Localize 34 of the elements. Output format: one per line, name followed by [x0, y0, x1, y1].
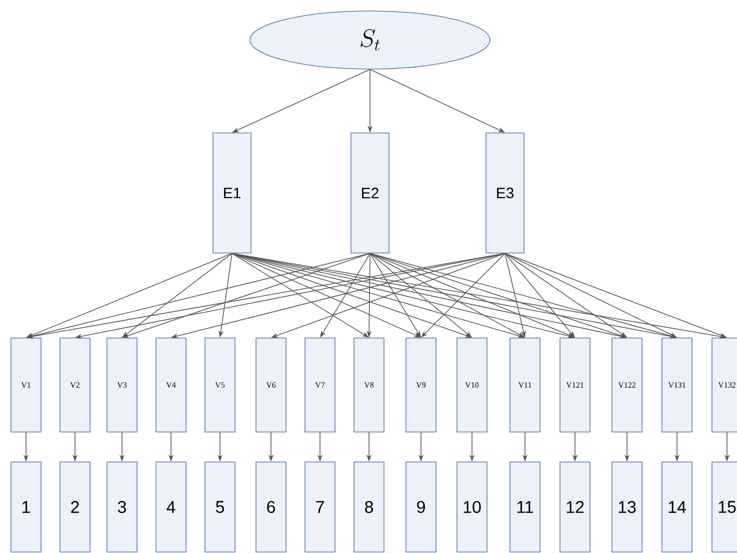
- variable-box: V3: [106, 338, 138, 432]
- variable-box: V1: [10, 338, 42, 432]
- process-box: E3: [486, 132, 524, 254]
- number-box: 9: [406, 462, 436, 552]
- process-box: E1: [212, 132, 252, 254]
- number-box: 14: [662, 462, 692, 552]
- number-box: 5: [204, 462, 236, 552]
- variable-box: V8: [354, 338, 384, 432]
- variable-box: V2: [60, 338, 90, 432]
- number-box: 3: [106, 462, 138, 552]
- number-box: 15: [712, 462, 737, 552]
- number-box: 10: [456, 462, 488, 552]
- variable-box: V131: [662, 338, 692, 432]
- variable-box: V9: [406, 338, 436, 432]
- number-box: 2: [60, 462, 90, 552]
- variable-box: V5: [204, 338, 236, 432]
- number-box: 8: [354, 462, 384, 552]
- variable-box: V10: [456, 338, 488, 432]
- process-box: E2: [350, 132, 390, 254]
- variable-box: V7: [304, 338, 336, 432]
- number-box: 11: [510, 462, 540, 552]
- number-box: 7: [304, 462, 336, 552]
- variable-box: V6: [256, 338, 286, 432]
- number-box: 12: [560, 462, 590, 552]
- number-box: 13: [612, 462, 642, 552]
- variable-box: V132: [712, 338, 737, 432]
- variable-box: V121: [560, 338, 590, 432]
- variable-box: V11: [510, 338, 540, 432]
- number-box: 4: [156, 462, 186, 552]
- number-box: 6: [256, 462, 286, 552]
- number-box: 1: [10, 462, 42, 552]
- ellipse-node: $S_t$: [250, 10, 490, 70]
- variable-box: V4: [156, 338, 186, 432]
- variable-box: V122: [612, 338, 642, 432]
